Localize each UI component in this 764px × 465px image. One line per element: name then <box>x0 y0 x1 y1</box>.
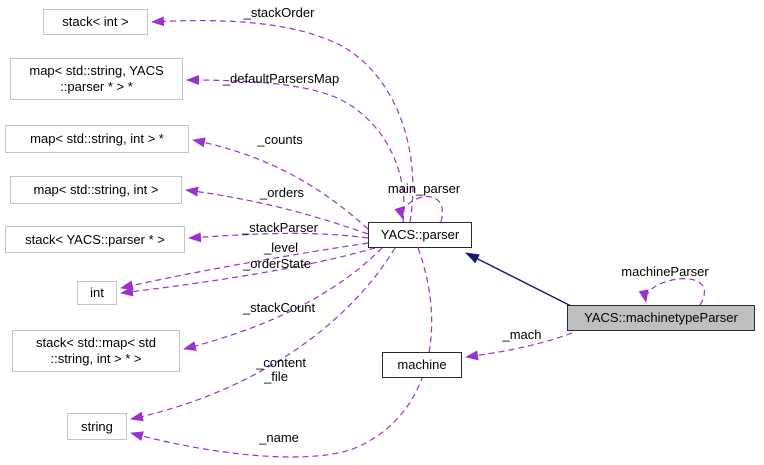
edge-label-stackcount: _stackCount <box>242 300 316 315</box>
node-label: string <box>81 418 113 434</box>
node-label: machine <box>397 357 447 372</box>
node-map-string-int-ptr: map< std::string, int > * <box>5 125 189 153</box>
node-map-string-int: map< std::string, int > <box>10 176 182 204</box>
node-yacs-parser[interactable]: YACS::parser <box>368 222 472 248</box>
node-label: map< std::string, YACS <box>29 63 164 78</box>
edge-stackcount <box>183 247 383 351</box>
edge-label-orderstate: _orderState <box>243 256 311 271</box>
edge-orders <box>185 186 369 235</box>
edge-inheritance <box>465 252 572 307</box>
edge-label-name: _name <box>259 430 299 445</box>
edge-machineparser-selfloop <box>638 278 706 306</box>
edge-label-level: _level <box>264 240 298 255</box>
node-machine[interactable]: machine <box>382 352 462 378</box>
node-label: stack< int > <box>62 14 129 29</box>
edge-label-defaultparsersmap: _defaultParsersMap <box>222 71 340 86</box>
node-label: YACS::machinetypeParser <box>584 310 738 325</box>
edge-label-orders: _orders <box>259 185 305 200</box>
edge-content-file <box>130 247 396 422</box>
edge-label-mach: _mach <box>502 327 542 342</box>
node-label: map< std::string, int > <box>33 182 159 197</box>
edge-label-content: _content <box>256 355 306 370</box>
edge-label-file: _file <box>264 369 288 384</box>
edge-label-main-parser: main_parser <box>387 181 461 196</box>
node-label: int <box>90 285 104 300</box>
node-stack-yacs-parser-ptr: stack< YACS::parser * > <box>5 226 185 253</box>
edge-counts <box>192 137 369 230</box>
node-label: stack< std::map< std <box>36 335 156 350</box>
node-yacs-machinetypeparser: YACS::machinetypeParser <box>567 305 755 331</box>
edge-label-stackparser: _stackParser <box>242 220 318 235</box>
edge-mach <box>465 332 573 361</box>
edge-label-machineparser: machineParser <box>621 264 709 279</box>
node-label: stack< YACS::parser * > <box>25 231 165 247</box>
node-stack-int: stack< int > <box>43 9 148 35</box>
edge-level <box>120 242 369 291</box>
edge-label-stackorder: _stackOrder <box>243 5 315 20</box>
edge-defaultparsersmap <box>186 75 405 223</box>
node-map-string-yacs-parser: map< std::string, YACS ::parser * > * <box>10 58 183 100</box>
node-label: ::string, int > * > <box>50 351 142 366</box>
edge-mainparser-selfloop <box>394 195 443 223</box>
edge-name <box>130 247 433 458</box>
edge-stackparser <box>188 232 369 243</box>
node-int: int <box>77 281 117 305</box>
edge-stackorder <box>151 16 414 223</box>
node-label: YACS::parser <box>380 227 460 242</box>
node-label: ::parser * > * <box>60 79 133 94</box>
node-label: map< std::string, int > * <box>30 131 164 146</box>
node-string: string <box>67 413 127 440</box>
edge-orderstate <box>120 247 376 297</box>
edge-label-counts: _counts <box>257 132 303 147</box>
node-stack-map-string-int: stack< std::map< std ::string, int > * > <box>12 330 180 372</box>
